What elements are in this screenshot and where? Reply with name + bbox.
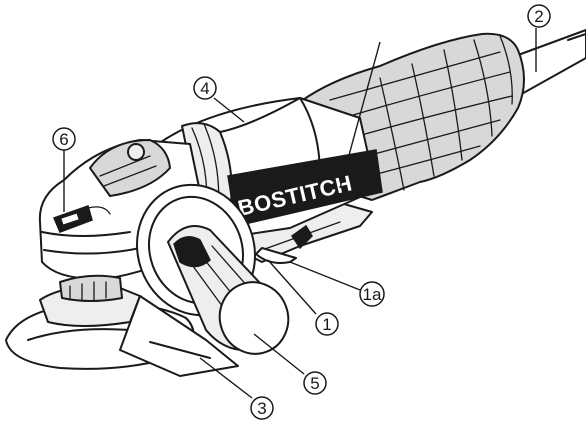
callout-3: 3 xyxy=(199,357,274,420)
wheel-guard-and-disc xyxy=(5,274,239,377)
callout-6-label: 6 xyxy=(59,130,68,149)
callout-6: 6 xyxy=(52,127,76,212)
callout-4-label: 4 xyxy=(200,79,209,98)
leader-lines xyxy=(339,41,381,189)
callout-1a: 1a xyxy=(289,261,385,307)
callout-5-label: 5 xyxy=(310,374,319,393)
callout-5: 5 xyxy=(253,333,327,395)
callout-1-label: 1 xyxy=(322,315,331,334)
callout-2-label: 2 xyxy=(534,7,543,26)
callout-1a-label: 1a xyxy=(363,285,382,304)
callout-2: 2 xyxy=(527,4,551,72)
callout-1: 1 xyxy=(267,259,339,336)
callout-4: 4 xyxy=(193,76,245,123)
side-handle xyxy=(136,183,290,355)
callout-3-label: 3 xyxy=(257,399,266,418)
